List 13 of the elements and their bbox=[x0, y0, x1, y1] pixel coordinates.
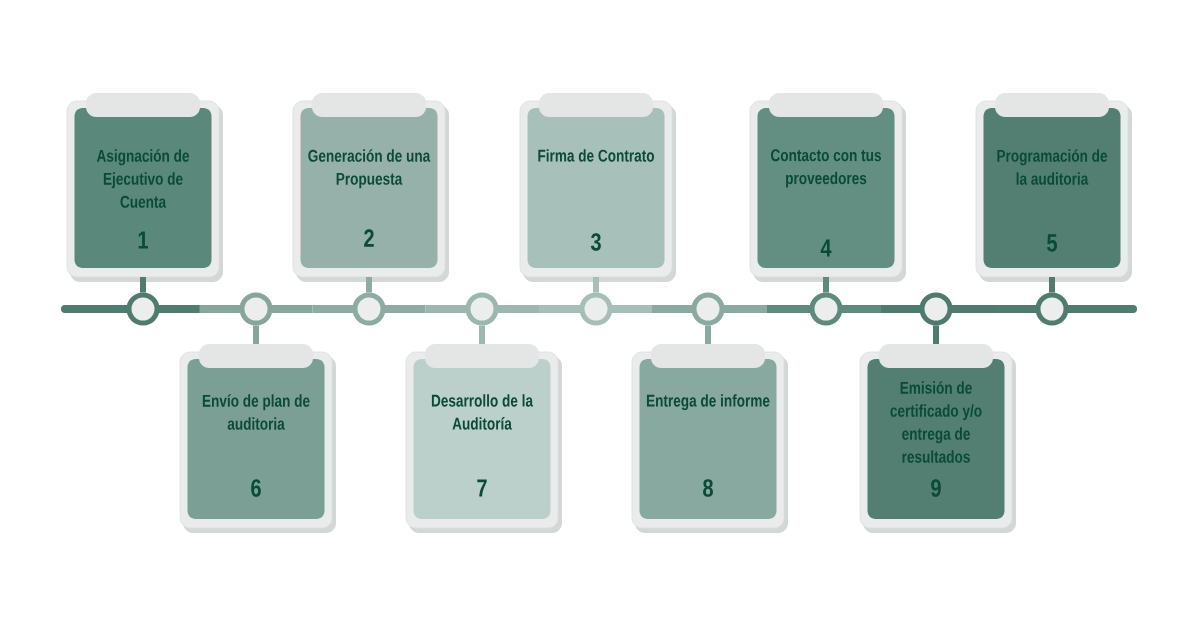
timeline-circle bbox=[352, 292, 386, 326]
stem-line bbox=[479, 325, 485, 344]
timeline-circle bbox=[809, 292, 843, 326]
timeline-circle bbox=[1035, 292, 1069, 326]
timeline-circle bbox=[239, 292, 273, 326]
stem-line bbox=[933, 325, 939, 344]
stem-line bbox=[705, 325, 711, 344]
timeline-circle bbox=[579, 292, 613, 326]
stem-line bbox=[253, 325, 259, 344]
timeline-circle bbox=[126, 292, 160, 326]
timeline-circle bbox=[919, 292, 953, 326]
timeline-circle bbox=[465, 292, 499, 326]
timeline-circle bbox=[691, 292, 725, 326]
